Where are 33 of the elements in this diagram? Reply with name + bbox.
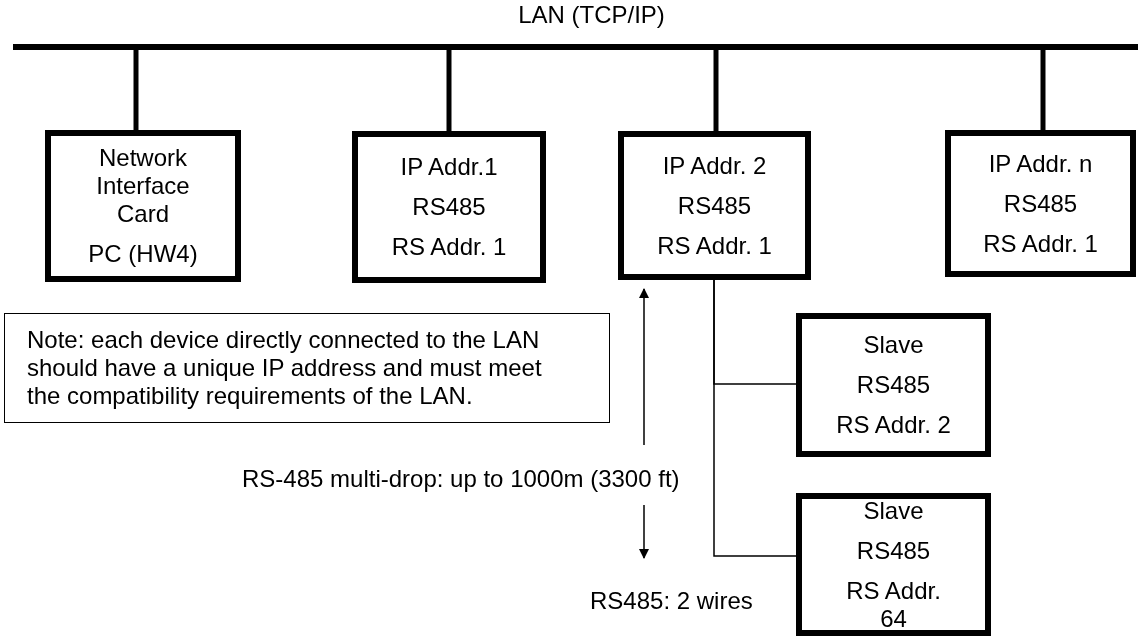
device-text: RS485 — [1003, 189, 1078, 218]
device-text: RS485 — [677, 191, 752, 220]
device-text: RS Addr. 1 — [657, 231, 772, 260]
device-text: RS485 — [856, 371, 931, 399]
connector-line — [1040, 50, 1046, 130]
note-text: Note: each device directly connected to the LAN should have a unique IP address and must meet the compatibility requirements of the LAN. — [27, 326, 543, 410]
device-text: Slave — [863, 331, 924, 359]
device-text: RS485 — [856, 536, 931, 565]
device-box — [352, 131, 546, 283]
device-text: IP Addr. n — [988, 149, 1093, 178]
device-box — [945, 130, 1136, 277]
device-text: RS Addr. 1 — [391, 233, 507, 261]
dimension-label: RS-485 multi-drop: up to 1000m (3300 ft) — [242, 464, 680, 494]
network-label: LAN (TCP/IP) — [518, 0, 665, 30]
connector-line — [713, 50, 719, 131]
device-box — [45, 130, 241, 282]
device-text: IP Addr. 2 — [662, 151, 767, 180]
connector-line — [713, 279, 797, 557]
wire-note: RS485: 2 wires — [590, 586, 753, 616]
device-text: RS485 — [412, 193, 486, 221]
device-text: RS Addr. 64 — [845, 576, 942, 633]
device-text: RS Addr. 2 — [836, 411, 951, 439]
note-box — [4, 313, 610, 423]
device-box — [618, 131, 811, 280]
device-text: PC (HW4) — [88, 240, 198, 268]
connector-line — [133, 50, 139, 130]
device-box — [796, 313, 991, 457]
device-text: Slave — [863, 496, 924, 525]
device-box — [796, 493, 991, 636]
connector-line — [446, 50, 452, 131]
device-text: RS Addr. 1 — [983, 229, 1098, 258]
device-text: IP Addr.1 — [400, 153, 498, 181]
device-text: Network Interface Card — [95, 144, 191, 228]
